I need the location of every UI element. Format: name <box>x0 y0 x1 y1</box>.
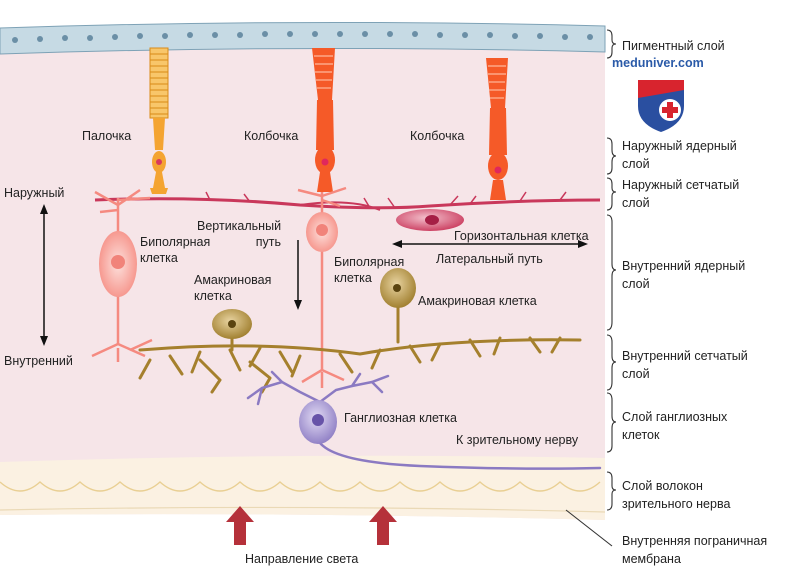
bipolar-2-label: Биполярная клетка <box>334 255 405 286</box>
light-direction-arrows <box>226 506 397 545</box>
rod-cell <box>149 47 169 194</box>
layer-label-pigment: Пигментный слой <box>622 39 725 53</box>
vertical-path-label: Вертикальный путь <box>197 219 282 250</box>
layer-label-inner-plexiform: Внутренний сетчатый слой <box>622 349 748 382</box>
layer-label-outer-plexiform: Наружный сетчатый слой <box>622 178 740 211</box>
outer-label: Наружный <box>4 186 65 200</box>
retina-tissue <box>0 42 605 520</box>
layer-brackets <box>565 29 617 547</box>
lateral-path-arrow <box>392 240 588 248</box>
nerve-fiber-layer <box>0 455 605 520</box>
layer-label-nerve-fiber: Слой волокон зрительного нерва <box>622 479 731 512</box>
inner-label: Внутренний <box>4 354 73 368</box>
meduniver-logo <box>634 76 688 134</box>
cone-1-label: Колбочка <box>244 129 299 143</box>
ganglion-cell <box>246 370 602 470</box>
layer-label-inner-limiting-membrane: Внутренняя пограничная мембрана <box>622 534 768 567</box>
horizontal-cell-label: Горизонтальная клетка <box>454 229 589 243</box>
cone-cell-2 <box>486 58 508 200</box>
layer-label-outer-nuclear: Наружный ядерный слой <box>622 139 737 172</box>
rod-label: Палочка <box>82 129 132 143</box>
optic-nerve-label: К зрительному нерву <box>456 433 579 447</box>
light-direction-label: Направление света <box>245 552 359 566</box>
ganglion-cell-label: Ганглиозная клетка <box>344 411 457 425</box>
pigment-layer-band <box>0 21 606 55</box>
bipolar-1-label: Биполярная клетка <box>140 235 211 266</box>
horizontal-cell <box>94 191 601 231</box>
cone-2-label: Колбочка <box>410 129 465 143</box>
vertical-path-arrow <box>294 240 302 310</box>
layer-label-inner-nuclear: Внутренний ядерный слой <box>622 259 746 292</box>
inner-limiting-membrane <box>0 481 601 492</box>
amacrine-2-label: Амакриновая клетка <box>418 294 537 308</box>
inner-plexiform-processes <box>138 304 582 394</box>
lateral-path-label: Латеральный путь <box>436 252 543 266</box>
watermark: meduniver.com <box>612 56 704 70</box>
layer-label-ganglion: Слой ганглиозных клеток <box>622 410 728 443</box>
outer-inner-axis-arrow <box>40 204 48 346</box>
amacrine-1-label: Амакриновая клетка <box>194 273 272 304</box>
cone-cell-1 <box>312 48 335 192</box>
bipolar-cell-1 <box>91 188 153 362</box>
pigment-cells <box>12 31 593 43</box>
